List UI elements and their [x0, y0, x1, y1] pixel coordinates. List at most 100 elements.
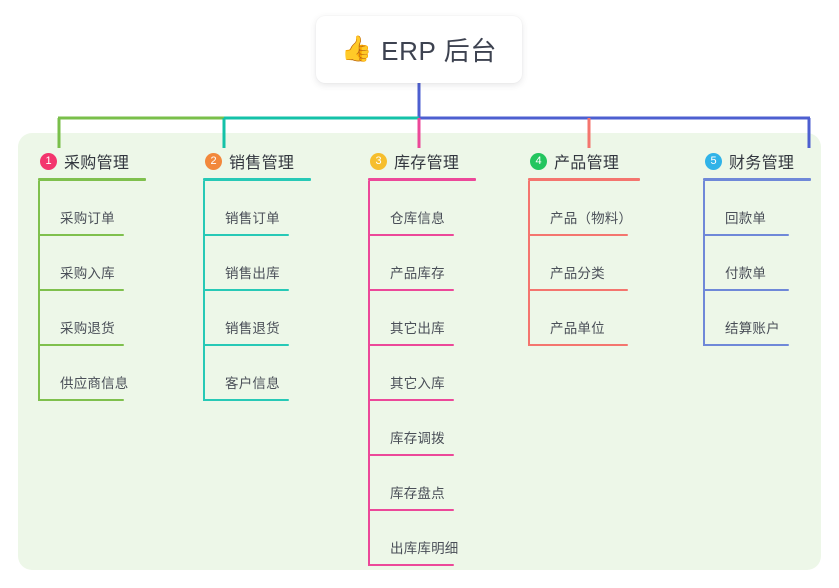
category-label: 采购管理 [64, 155, 130, 172]
category-underline [38, 178, 146, 181]
leaf-list: 仓库信息产品库存其它出库其它入库库存调拨库存盘点出库库明细 [368, 181, 476, 566]
leaf-label: 产品（物料） [550, 211, 633, 226]
leaf-label: 库存调拨 [390, 431, 445, 446]
category-column-5[interactable]: 5 财务管理回款单付款单结算账户 [703, 148, 811, 346]
leaf-underline [38, 234, 124, 236]
leaf-item[interactable]: 产品（物料） [528, 181, 640, 236]
leaf-item[interactable]: 销售出库 [203, 236, 311, 291]
leaf-underline [203, 399, 289, 401]
category-label: 销售管理 [229, 155, 295, 172]
diagram-panel [18, 133, 821, 570]
category-badge-icon: 4 [530, 152, 547, 170]
leaf-item[interactable]: 产品分类 [528, 236, 640, 291]
category-header-3[interactable]: 3 库存管理 [368, 148, 476, 174]
leaf-label: 回款单 [725, 211, 767, 226]
category-column-1[interactable]: 1 采购管理采购订单采购入库采购退货供应商信息 [38, 148, 146, 401]
leaf-label: 销售退货 [225, 321, 280, 336]
category-badge-icon: 5 [705, 152, 722, 170]
leaf-item[interactable]: 采购入库 [38, 236, 146, 291]
category-underline [203, 178, 311, 181]
leaf-label: 产品分类 [550, 266, 605, 281]
branch-spine [703, 181, 705, 346]
category-header-5[interactable]: 5 财务管理 [703, 148, 811, 174]
root-node-card[interactable]: 👍 ERP 后台 [316, 16, 522, 83]
leaf-list: 销售订单销售出库销售退货客户信息 [203, 181, 311, 401]
leaf-underline [703, 234, 789, 236]
leaf-underline [38, 344, 124, 346]
leaf-label: 产品库存 [390, 266, 445, 281]
leaf-underline [528, 289, 628, 291]
leaf-item[interactable]: 其它入库 [368, 346, 476, 401]
leaf-label: 销售订单 [225, 211, 280, 226]
leaf-item[interactable]: 采购退货 [38, 291, 146, 346]
leaf-underline [38, 399, 124, 401]
leaf-label: 供应商信息 [60, 376, 129, 391]
leaf-list: 采购订单采购入库采购退货供应商信息 [38, 181, 146, 401]
leaf-underline [368, 234, 454, 236]
leaf-label: 采购订单 [60, 211, 115, 226]
leaf-underline [368, 399, 454, 401]
leaf-underline [203, 289, 289, 291]
category-header-1[interactable]: 1 采购管理 [38, 148, 146, 174]
category-badge-icon: 2 [205, 152, 222, 170]
leaf-item[interactable]: 供应商信息 [38, 346, 146, 401]
thumbs-up-icon: 👍 [341, 35, 373, 63]
leaf-underline [203, 234, 289, 236]
category-column-4[interactable]: 4 产品管理产品（物料） 产品分类产品单位 [528, 148, 640, 346]
leaf-underline [368, 454, 454, 456]
leaf-list: 回款单付款单结算账户 [703, 181, 811, 346]
leaf-item[interactable]: 产品单位 [528, 291, 640, 346]
leaf-item[interactable]: 出库库明细 [368, 511, 476, 566]
category-badge-icon: 1 [40, 152, 57, 170]
leaf-item[interactable]: 库存盘点 [368, 456, 476, 511]
leaf-underline [368, 344, 454, 346]
leaf-item[interactable]: 销售订单 [203, 181, 311, 236]
leaf-underline [203, 344, 289, 346]
leaf-underline [528, 234, 628, 236]
category-badge-icon: 3 [370, 152, 387, 170]
category-underline [368, 178, 476, 181]
category-underline [703, 178, 811, 181]
leaf-underline [703, 344, 789, 346]
category-header-2[interactable]: 2 销售管理 [203, 148, 311, 174]
leaf-underline [368, 564, 454, 566]
leaf-label: 采购退货 [60, 321, 115, 336]
leaf-underline [368, 289, 454, 291]
category-label: 产品管理 [554, 155, 620, 172]
leaf-underline [38, 289, 124, 291]
leaf-label: 销售出库 [225, 266, 280, 281]
leaf-item[interactable]: 采购订单 [38, 181, 146, 236]
branch-spine [38, 181, 40, 401]
category-header-4[interactable]: 4 产品管理 [528, 148, 640, 174]
branch-spine [368, 181, 370, 566]
category-column-2[interactable]: 2 销售管理销售订单销售出库销售退货客户信息 [203, 148, 311, 401]
leaf-item[interactable]: 库存调拨 [368, 401, 476, 456]
leaf-label: 结算账户 [725, 321, 780, 336]
leaf-label: 出库库明细 [390, 541, 459, 556]
leaf-item[interactable]: 产品库存 [368, 236, 476, 291]
leaf-item[interactable]: 回款单 [703, 181, 811, 236]
leaf-label: 库存盘点 [390, 486, 445, 501]
category-label: 库存管理 [394, 155, 460, 172]
leaf-label: 仓库信息 [390, 211, 445, 226]
leaf-label: 采购入库 [60, 266, 115, 281]
leaf-underline [368, 509, 454, 511]
leaf-label: 其它入库 [390, 376, 445, 391]
leaf-label: 产品单位 [550, 321, 605, 336]
leaf-list: 产品（物料） 产品分类产品单位 [528, 181, 640, 346]
leaf-underline [528, 344, 628, 346]
leaf-item[interactable]: 销售退货 [203, 291, 311, 346]
branch-spine [528, 181, 530, 346]
leaf-label: 客户信息 [225, 376, 280, 391]
leaf-item[interactable]: 仓库信息 [368, 181, 476, 236]
category-label: 财务管理 [729, 155, 795, 172]
leaf-underline [703, 289, 789, 291]
leaf-item[interactable]: 其它出库 [368, 291, 476, 346]
category-column-3[interactable]: 3 库存管理仓库信息产品库存其它出库其它入库库存调拨库存盘点出库库明细 [368, 148, 476, 566]
leaf-item[interactable]: 客户信息 [203, 346, 311, 401]
leaf-item[interactable]: 结算账户 [703, 291, 811, 346]
leaf-label: 付款单 [725, 266, 767, 281]
leaf-item[interactable]: 付款单 [703, 236, 811, 291]
branch-spine [203, 181, 205, 401]
